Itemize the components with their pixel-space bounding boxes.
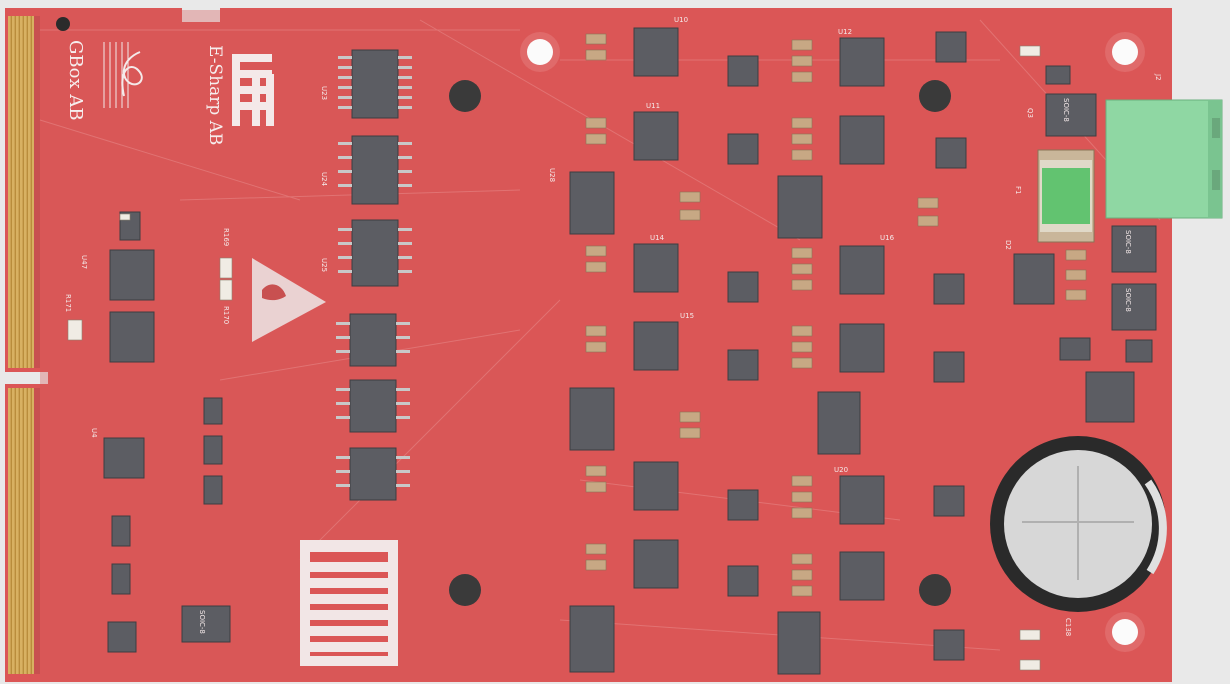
diode-d2	[1013, 253, 1055, 305]
product-label: GBox AB	[65, 40, 86, 121]
ic-u26	[817, 391, 861, 455]
soic-mid: SOIC-8	[1111, 225, 1157, 273]
hole-3	[1112, 619, 1138, 645]
label-r171: R171	[64, 294, 72, 312]
fuse-f1	[1037, 149, 1095, 243]
music-logo	[103, 42, 143, 108]
ic-u31	[777, 611, 821, 675]
resistor-r170	[219, 279, 233, 301]
antenna-pattern	[300, 540, 398, 666]
label-f1: F1	[1014, 186, 1022, 194]
ic-u19	[633, 539, 679, 589]
label-u15: U15	[680, 312, 694, 320]
ic-u16	[839, 245, 885, 295]
soic-low: SOIC-8	[1111, 283, 1157, 331]
ic-u17	[839, 323, 885, 373]
ic-u46	[349, 447, 397, 501]
hole-1	[527, 39, 553, 65]
mounting-hole-bl	[449, 574, 481, 606]
esd-warning-icon	[252, 258, 326, 342]
company-label: E-Sharp AB	[205, 45, 225, 145]
label-u16: U16	[880, 234, 895, 242]
label-q3: Q3	[1026, 108, 1034, 118]
connector-j2	[1105, 99, 1223, 219]
ic-u10	[633, 27, 679, 77]
label-u25: U25	[320, 258, 328, 272]
label-r169: R169	[222, 228, 230, 246]
label-u10: U10	[674, 16, 688, 24]
ic-u18	[633, 461, 679, 511]
label-u20: U20	[834, 466, 848, 474]
ic-u44	[349, 313, 397, 367]
label-u11: U11	[646, 102, 660, 110]
ic-u4	[103, 437, 145, 479]
mounting-hole-tr	[919, 80, 951, 112]
soic-top: SOIC-8	[1045, 93, 1097, 137]
label-u28: U28	[548, 168, 556, 182]
ic-u15	[633, 321, 679, 371]
ic-u47	[109, 249, 155, 301]
ic-u45	[349, 379, 397, 433]
ic-u12	[839, 37, 885, 87]
svg-text:SOIC-8: SOIC-8	[1124, 288, 1132, 312]
svg-text:SOIC-8: SOIC-8	[198, 610, 206, 634]
label-u14: U14	[650, 234, 665, 242]
ic-u14	[633, 243, 679, 293]
ic-u29	[569, 387, 615, 451]
resistor-r171	[67, 319, 83, 341]
svg-text:SOIC-8: SOIC-8	[1124, 230, 1132, 254]
soic-left: SOIC-8	[181, 605, 231, 643]
ic-u20	[839, 475, 885, 525]
label-c138: C138	[1064, 618, 1072, 636]
label-u24: U24	[320, 172, 328, 187]
ic-u21	[839, 551, 885, 601]
company-logo	[232, 54, 274, 126]
label-j2: J2	[1154, 73, 1162, 81]
mounting-hole-tl	[449, 80, 481, 112]
label-u47: U47	[80, 255, 88, 269]
edge-connector-bottom	[8, 388, 34, 674]
label-u4: U4	[90, 428, 98, 438]
svg-text:SOIC-8: SOIC-8	[1062, 98, 1070, 122]
ic-u27	[777, 175, 823, 239]
ic-u23	[351, 49, 399, 119]
label-d2: D2	[1004, 240, 1012, 250]
ic-u13	[839, 115, 885, 165]
ic-u11	[633, 111, 679, 161]
ic-u30	[569, 605, 615, 673]
edge-connector-top	[8, 16, 34, 368]
ic-u25	[351, 219, 399, 287]
label-u12: U12	[838, 28, 852, 36]
hole-2	[1112, 39, 1138, 65]
label-r170: R170	[222, 306, 230, 324]
label-u23: U23	[320, 86, 328, 100]
mounting-hole-br	[919, 574, 951, 606]
ic-u24	[351, 135, 399, 205]
ic-u28	[569, 171, 615, 235]
ic-u48	[109, 311, 155, 363]
resistor-r169	[219, 257, 233, 279]
battery-c138	[990, 436, 1167, 612]
